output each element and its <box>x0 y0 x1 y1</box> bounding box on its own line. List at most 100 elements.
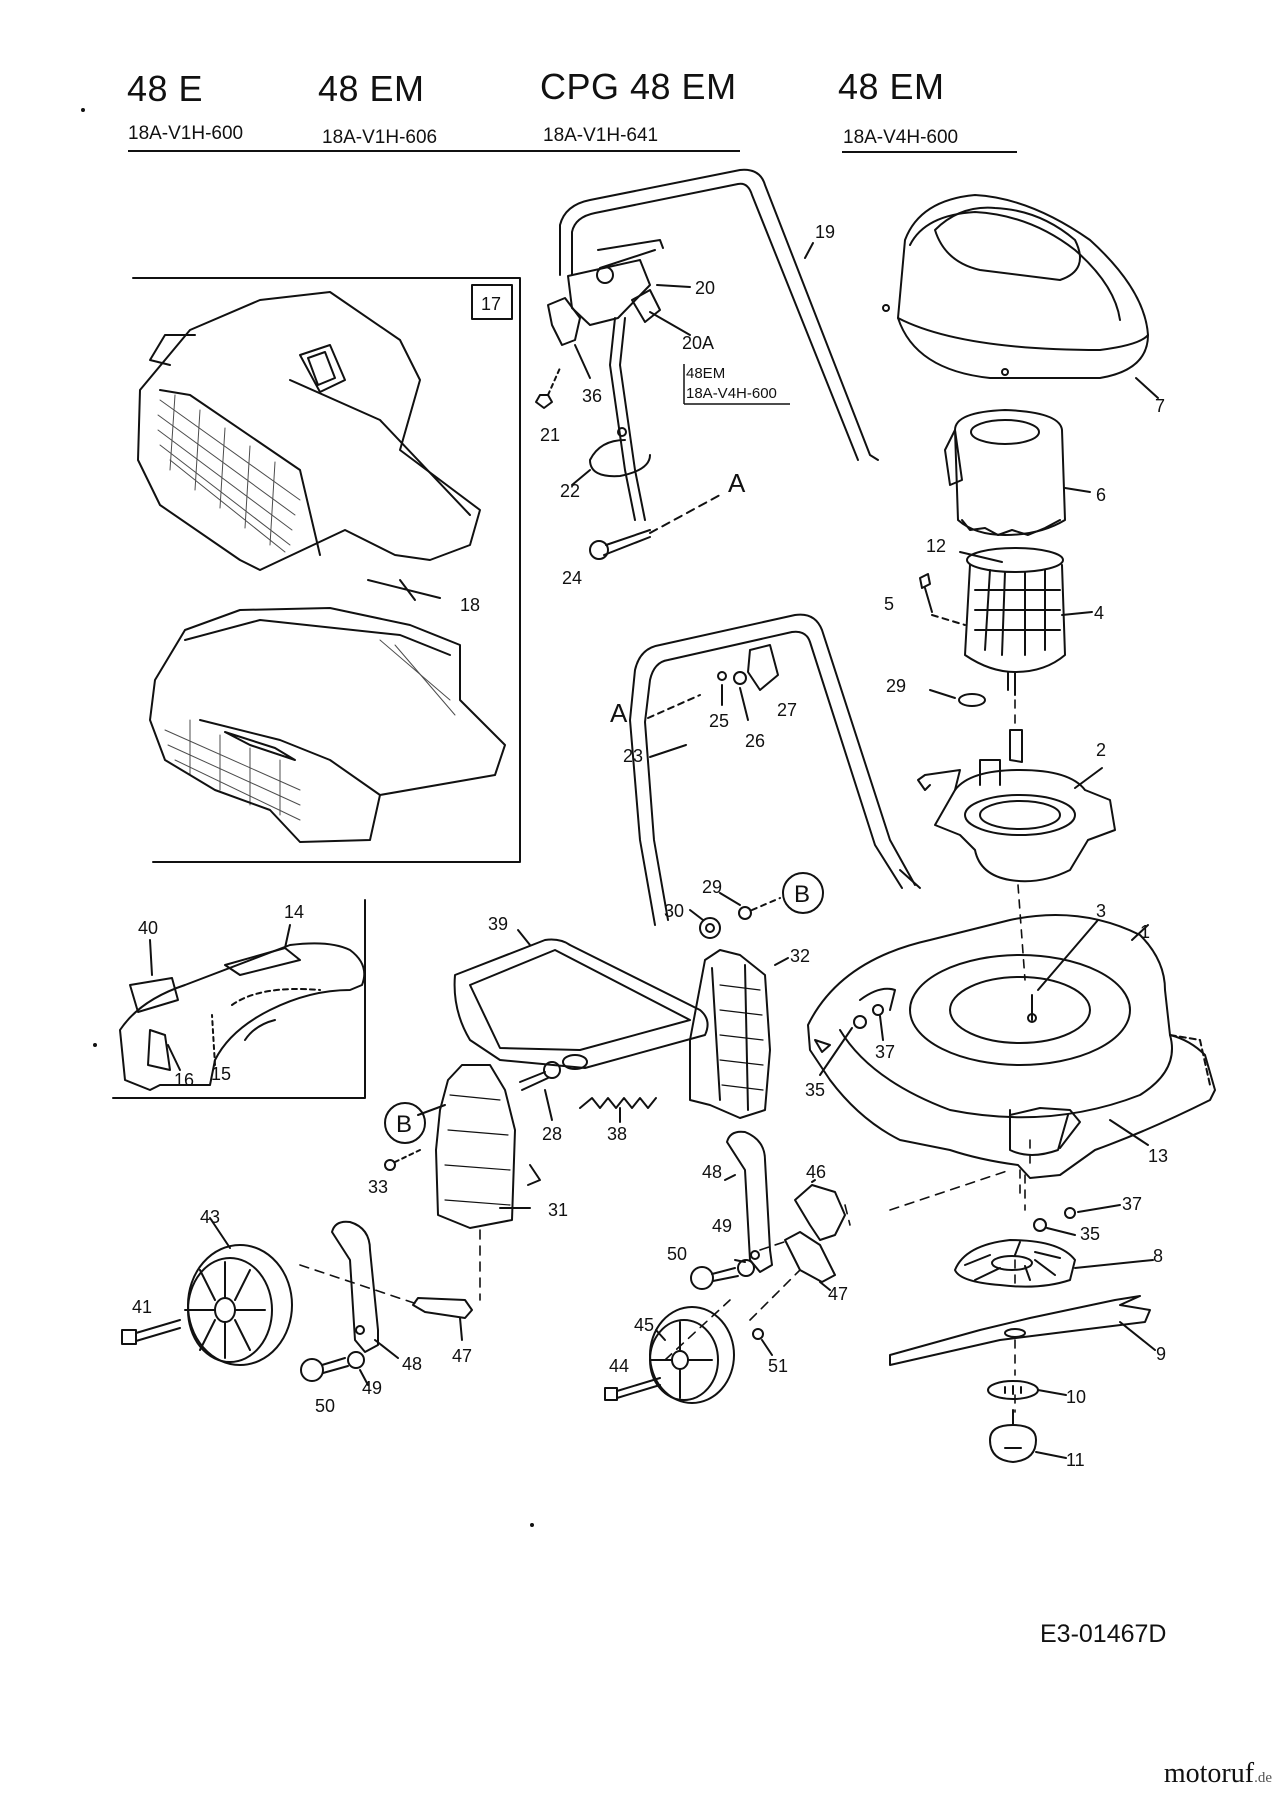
screw-33 <box>384 1149 421 1171</box>
leader-49b <box>734 1259 746 1263</box>
part-label-30: 30 <box>664 901 684 921</box>
model-name-3: CPG 48 EM <box>540 66 737 107</box>
part-label-3: 3 <box>1096 901 1106 921</box>
part-label-32: 32 <box>790 946 810 966</box>
leader-18-top <box>367 579 441 599</box>
screw-21 <box>535 367 561 409</box>
lower-handle <box>629 613 921 926</box>
part-label-37b: 37 <box>1122 1194 1142 1214</box>
leader-46 <box>811 1179 816 1183</box>
part-label-7: 7 <box>1155 396 1165 416</box>
leader-19 <box>804 242 814 259</box>
catcher-top-mesh <box>157 394 301 553</box>
leader-29b <box>719 892 741 906</box>
leader-48a <box>374 1339 399 1359</box>
leader-47a <box>459 1317 463 1341</box>
leader-6 <box>1064 487 1091 493</box>
leader-35b <box>1046 1227 1076 1236</box>
cable-clamp <box>547 297 581 346</box>
pin-28 <box>519 1061 561 1091</box>
part-label-11: 11 <box>1066 1450 1085 1470</box>
fan-housing <box>944 409 1066 536</box>
part-label-36: 36 <box>582 386 602 406</box>
grass-catcher-panel <box>132 277 521 863</box>
leader-10 <box>1037 1389 1067 1396</box>
part-label-20a: 20A <box>682 333 714 353</box>
part-label-14: 14 <box>284 902 304 922</box>
knob-27 <box>717 644 779 691</box>
leader-20a <box>649 311 691 336</box>
part-label-9: 9 <box>1156 1344 1166 1364</box>
front-wheel <box>649 1306 735 1404</box>
leader-4 <box>1061 611 1093 616</box>
nut-30-washer-29 <box>699 906 752 939</box>
mower-deck <box>807 914 1216 1179</box>
wheel-arm-right <box>726 1130 773 1273</box>
part-label-6: 6 <box>1096 485 1106 505</box>
part-label-35a: 35 <box>805 1080 825 1100</box>
leader-20 <box>656 284 691 288</box>
part-label-50b: 50 <box>667 1244 687 1264</box>
part-label-45: 45 <box>634 1315 654 1335</box>
motor-cover <box>882 194 1149 379</box>
scan-dot <box>530 1523 534 1527</box>
part-label-47b: 47 <box>828 1284 848 1304</box>
callout-A-lower: A <box>610 698 628 728</box>
leader-22 <box>571 469 591 486</box>
part-label-25: 25 <box>709 711 729 731</box>
part-label-40: 40 <box>138 918 158 938</box>
washer-51 <box>752 1328 764 1340</box>
callout-B-right-ring <box>782 872 824 914</box>
model-name-2: 48 EM <box>318 68 425 109</box>
part-label-19: 19 <box>815 222 835 242</box>
leader-39 <box>517 929 531 946</box>
header-underline-left <box>128 150 740 152</box>
part-label-21: 21 <box>540 425 560 445</box>
bracket-46 <box>794 1184 846 1241</box>
dash-B-right <box>751 897 781 911</box>
part-label-12: 12 <box>926 536 946 556</box>
leader-23 <box>649 744 687 758</box>
variant-note-line1: 48EM <box>686 365 725 382</box>
leader-29a <box>929 689 956 699</box>
part-label-4: 4 <box>1094 603 1104 623</box>
axle-bolt-44 <box>604 1377 661 1401</box>
axle-lines <box>299 1169 1011 1361</box>
bracket-47-left <box>412 1297 473 1319</box>
leader-14 <box>284 924 291 949</box>
spring-38 <box>579 1097 657 1109</box>
cable-hook <box>589 427 651 478</box>
upper-handle <box>559 168 879 461</box>
logo-tld: .de <box>1254 1770 1272 1786</box>
part-label-48b: 48 <box>702 1162 722 1182</box>
part-label-24: 24 <box>562 568 582 588</box>
bolt-50-right <box>690 1259 755 1290</box>
hinge-35-37 <box>814 1004 884 1053</box>
part-label-18: 18 <box>460 595 480 615</box>
drawing-reference: E3-01467D <box>1040 1620 1167 1648</box>
leader-7 <box>1135 377 1159 399</box>
bolt-24 <box>589 494 721 560</box>
part-label-41: 41 <box>132 1297 152 1317</box>
part-label-35b: 35 <box>1080 1224 1100 1244</box>
leader-11 <box>1035 1451 1067 1459</box>
screw-5 <box>919 573 966 626</box>
leader-32 <box>774 957 789 966</box>
leader-13 <box>1109 1119 1149 1146</box>
rear-wheel <box>184 1244 293 1366</box>
catcher-bottom-tray <box>149 607 506 843</box>
part-label-49a: 49 <box>362 1378 382 1398</box>
leader-51 <box>761 1339 773 1356</box>
leader-48b <box>724 1174 736 1181</box>
leader-43 <box>209 1217 231 1249</box>
part-label-49b: 49 <box>712 1216 732 1236</box>
part-label-1: 1 <box>1140 922 1150 942</box>
wheel-arm-left <box>331 1220 379 1353</box>
part-label-48a: 48 <box>402 1354 422 1374</box>
logo-brand: motoruf <box>1163 1758 1255 1789</box>
part-label-16: 16 <box>174 1070 194 1090</box>
leader-37b <box>1077 1204 1121 1213</box>
part-label-31: 31 <box>548 1200 568 1220</box>
model-name-1: 48 E <box>127 68 204 109</box>
